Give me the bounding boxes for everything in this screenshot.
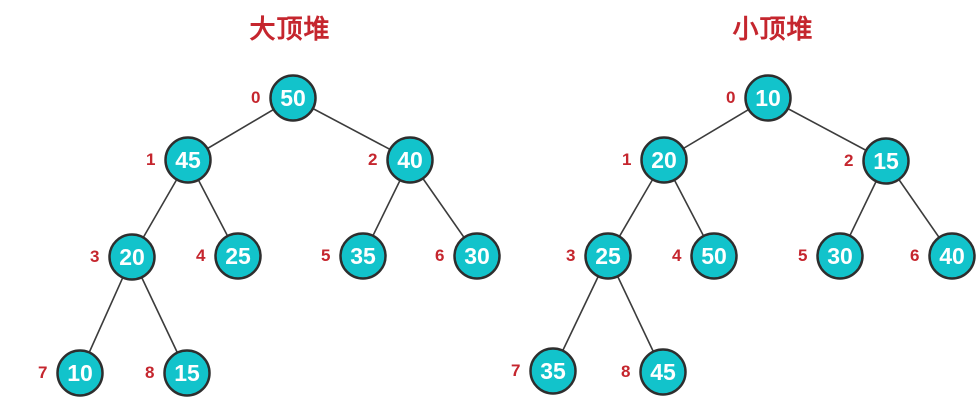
heap-node-circle: [744, 74, 792, 122]
heap-node-circle: [816, 232, 864, 280]
heap-node-index: 3: [90, 247, 99, 266]
heap-node-circle: [584, 232, 632, 280]
heap-node-index: 3: [566, 246, 575, 265]
heap-node-circle: [108, 233, 156, 281]
heap-node-value: 45: [650, 359, 676, 385]
heap-node-circle: [529, 347, 577, 395]
heap-node-index: 6: [435, 246, 444, 265]
heap-node-index: 1: [146, 150, 155, 169]
heap-node-value: 40: [939, 243, 965, 269]
heap-node-circle: [690, 232, 738, 280]
heap-node-circle: [386, 136, 434, 184]
heap-node-index: 5: [798, 246, 807, 265]
min-heap-tree: 10 0 20 1 15 2 25 3 50 4 30 5 40 6 35 7 45 8: [511, 74, 976, 396]
heap-node-value: 25: [225, 243, 251, 269]
heap-node-index: 4: [672, 246, 682, 265]
heap-node-index: 7: [38, 363, 47, 382]
heap-node-value: 15: [873, 148, 899, 174]
heap-node-value: 20: [651, 147, 677, 173]
heap-node-value: 45: [175, 147, 201, 173]
heap-node-index: 0: [251, 88, 260, 107]
heap-node-value: 30: [827, 243, 853, 269]
heap-node-index: 4: [196, 246, 206, 265]
heap-node-circle: [453, 232, 501, 280]
heap-node-circle: [269, 74, 317, 122]
heap-node-index: 5: [321, 246, 330, 265]
heap-node-value: 35: [350, 243, 376, 269]
heap-node-circle: [163, 349, 211, 397]
heap-node-value: 50: [701, 243, 727, 269]
heap-node-value: 15: [174, 360, 200, 386]
heap-node-value: 35: [540, 358, 566, 384]
min-heap-title: 小顶堆: [732, 14, 813, 44]
max-heap-title: 大顶堆: [249, 14, 330, 44]
heap-node-value: 30: [464, 243, 490, 269]
heap-node-circle: [56, 349, 104, 397]
heap-node-value: 50: [280, 85, 306, 111]
heap-node-circle: [164, 136, 212, 184]
heap-node-circle: [640, 136, 688, 184]
heap-node-index: 1: [622, 150, 631, 169]
heap-node-value: 25: [595, 243, 621, 269]
heap-node-value: 10: [755, 85, 781, 111]
max-heap-tree: 50 0 45 1 40 2 20 3 25 4 35 5 30 6 10 7 15 8: [38, 74, 501, 397]
heap-node-index: 2: [844, 151, 853, 170]
heap-node-index: 8: [145, 363, 154, 382]
heap-node-index: 0: [726, 88, 735, 107]
heap-node-circle: [339, 232, 387, 280]
heap-node-value: 20: [119, 244, 145, 270]
heap-node-value: 40: [397, 147, 423, 173]
heap-node-index: 6: [910, 246, 919, 265]
heap-node-circle: [639, 348, 687, 396]
heap-node-circle: [862, 137, 910, 185]
heap-node-index: 2: [368, 150, 377, 169]
heap-node-circle: [928, 232, 976, 280]
heap-node-index: 8: [621, 362, 630, 381]
heap-node-circle: [214, 232, 262, 280]
heap-node-value: 10: [67, 360, 93, 386]
heap-node-index: 7: [511, 361, 520, 380]
